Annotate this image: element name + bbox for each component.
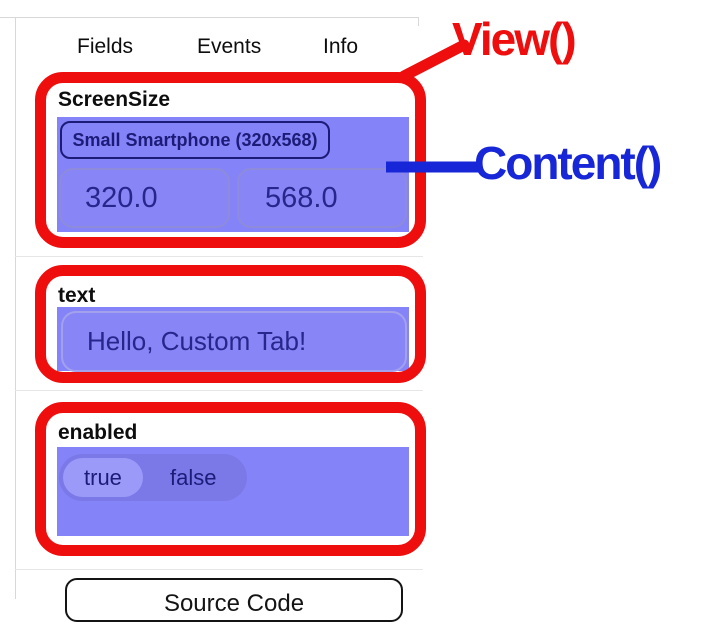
source-code-button[interactable]: Source Code [65,578,403,622]
section-divider [15,390,423,391]
enabled-label: enabled [58,421,138,444]
enabled-option-true[interactable]: true [84,465,122,490]
screensize-width-value: 320.0 [85,181,158,214]
enabled-option-false[interactable]: false [170,465,217,490]
text-input-value: Hello, Custom Tab! [87,326,307,356]
text-label: text [58,284,96,307]
screensize-label: ScreenSize [58,88,171,111]
screensize-preset-label: Small Smartphone (320x568) [72,129,318,150]
enabled-toggle-thumb [63,458,143,497]
screensize-width-field[interactable]: 320.0 [59,168,230,228]
section-divider [15,256,423,257]
tab-fields[interactable]: Fields [77,35,134,58]
source-code-button-label: Source Code [163,590,305,617]
panel-top-border [0,17,419,18]
section-divider [15,569,423,570]
content-annotation-label: Content() [474,137,662,189]
screensize-height-field[interactable]: 568.0 [237,168,407,228]
tab-info[interactable]: Info [323,35,359,58]
text-input[interactable]: Hello, Custom Tab! [61,311,407,372]
screensize-preset-button[interactable]: Small Smartphone (320x568) [60,121,330,159]
panel-right-border [418,17,419,26]
screensize-height-value: 568.0 [265,181,338,214]
tab-events[interactable]: Events [197,35,262,58]
view-annotation-label: View() [452,13,577,65]
panel-left-border [15,17,16,599]
